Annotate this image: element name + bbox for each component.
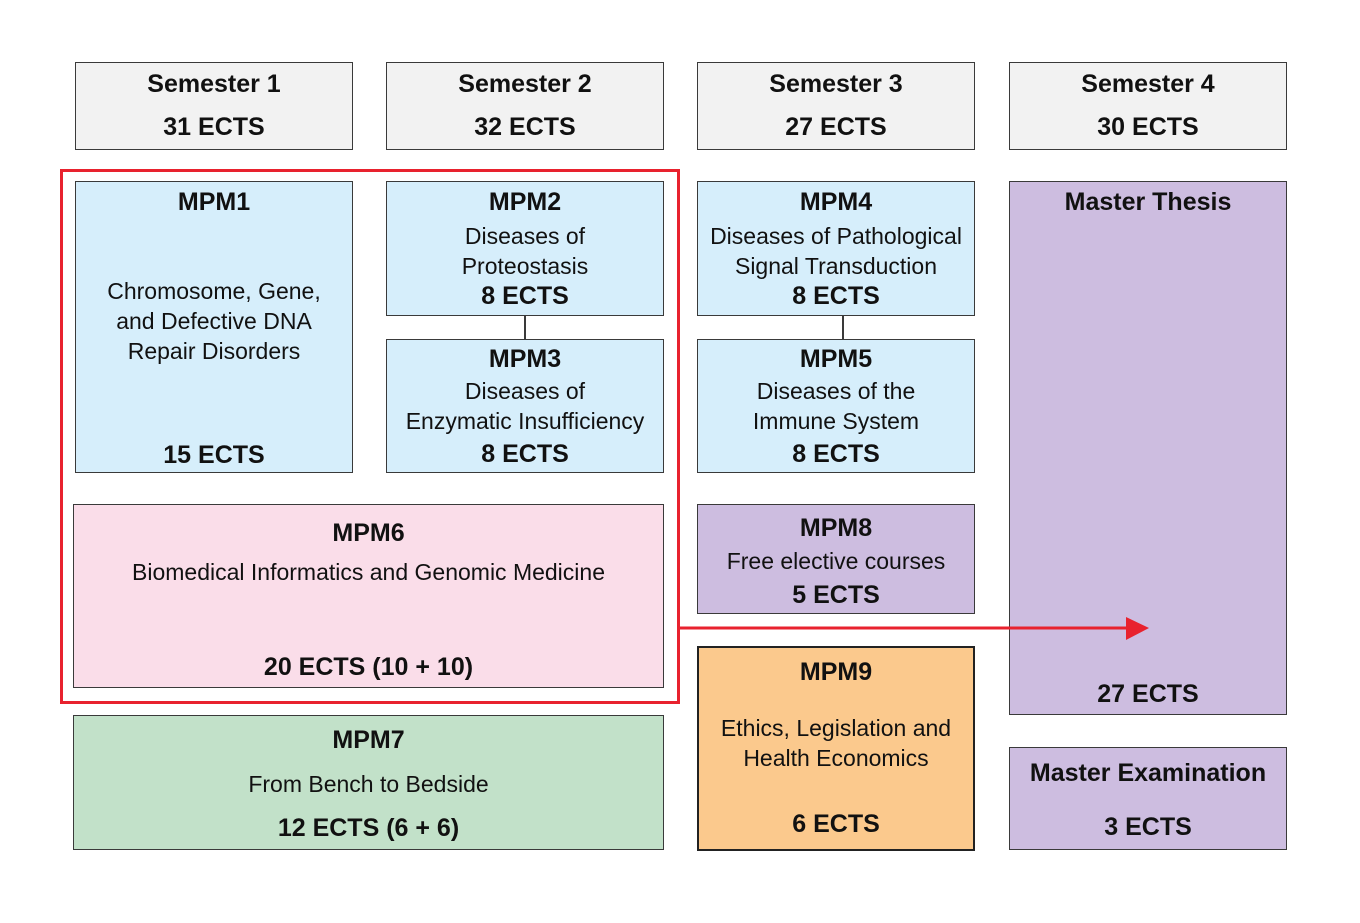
mpm2-desc-line2: Proteostasis xyxy=(461,253,589,279)
mpm8-ects: 5 ECTS xyxy=(792,581,880,609)
mpm7-desc: From Bench to Bedside xyxy=(248,771,489,797)
mpm2-title: MPM2 xyxy=(488,188,562,216)
mpm5-desc-line2: Immune System xyxy=(752,408,920,434)
mpm4-title: MPM4 xyxy=(799,188,873,216)
mpm1-ects: 15 ECTS xyxy=(163,441,265,469)
mpm3-desc-line2: Enzymatic Insufficiency xyxy=(405,408,645,434)
mpm3-desc-line1: Diseases of xyxy=(464,378,586,404)
semester-1-header: Semester 1 31 ECTS xyxy=(75,62,353,150)
mpm7-ects: 12 ECTS (6 + 6) xyxy=(277,814,460,842)
module-mpm1: MPM1 Chromosome, Gene, and Defective DNA… xyxy=(75,181,353,473)
mpm5-desc-line1: Diseases of the xyxy=(756,378,916,404)
mpm5-title: MPM5 xyxy=(799,345,873,373)
module-mpm5: MPM5 Diseases of the Immune System 8 ECT… xyxy=(697,339,975,473)
module-mpm8: MPM8 Free elective courses 5 ECTS xyxy=(697,504,975,614)
mpm4-desc-line2: Signal Transduction xyxy=(734,253,937,279)
mpm9-desc-line2: Health Economics xyxy=(743,745,929,771)
thesis-ects: 27 ECTS xyxy=(1097,680,1199,708)
semester-4-header: Semester 4 30 ECTS xyxy=(1009,62,1287,150)
mpm1-title: MPM1 xyxy=(177,188,251,216)
semester-2-ects: 32 ECTS xyxy=(474,113,576,141)
semester-1-title: Semester 1 xyxy=(147,70,281,98)
mpm6-desc: Biomedical Informatics and Genomic Medic… xyxy=(132,559,605,585)
thesis-title: Master Thesis xyxy=(1064,188,1232,216)
semester-1-ects: 31 ECTS xyxy=(163,113,265,141)
module-mpm7: MPM7 From Bench to Bedside 12 ECTS (6 + … xyxy=(73,715,664,850)
semester-3-title: Semester 3 xyxy=(769,70,903,98)
module-mpm9: MPM9 Ethics, Legislation and Health Econ… xyxy=(697,646,975,851)
mpm3-ects: 8 ECTS xyxy=(481,440,569,468)
mpm6-ects: 20 ECTS (10 + 10) xyxy=(263,653,474,681)
semester-2-header: Semester 2 32 ECTS xyxy=(386,62,664,150)
mpm8-title: MPM8 xyxy=(799,514,873,542)
mpm9-desc-line1: Ethics, Legislation and xyxy=(720,715,952,741)
mpm2-desc-line1: Diseases of xyxy=(464,223,586,249)
mpm2-ects: 8 ECTS xyxy=(481,282,569,310)
semester-4-ects: 30 ECTS xyxy=(1097,113,1199,141)
exam-title: Master Examination xyxy=(1029,759,1267,787)
module-mpm6: MPM6 Biomedical Informatics and Genomic … xyxy=(73,504,664,688)
module-mpm2: MPM2 Diseases of Proteostasis 8 ECTS xyxy=(386,181,664,316)
exam-ects: 3 ECTS xyxy=(1104,813,1192,841)
master-thesis: Master Thesis 27 ECTS xyxy=(1009,181,1287,715)
mpm9-title: MPM9 xyxy=(799,658,873,686)
semester-2-title: Semester 2 xyxy=(458,70,592,98)
mpm8-desc: Free elective courses xyxy=(726,548,946,574)
semester-3-ects: 27 ECTS xyxy=(785,113,887,141)
mpm7-title: MPM7 xyxy=(332,726,405,754)
mpm2-mpm3-connector xyxy=(524,316,526,339)
master-examination: Master Examination 3 ECTS xyxy=(1009,747,1287,850)
mpm6-title: MPM6 xyxy=(332,519,405,547)
module-mpm3: MPM3 Diseases of Enzymatic Insufficiency… xyxy=(386,339,664,473)
mpm1-desc-line1: Chromosome, Gene, xyxy=(107,278,321,304)
mpm4-ects: 8 ECTS xyxy=(792,282,880,310)
semester-4-title: Semester 4 xyxy=(1081,70,1215,98)
highlight-frame xyxy=(60,169,680,704)
mpm4-mpm5-connector xyxy=(842,316,844,339)
mpm1-desc-line2: and Defective DNA xyxy=(116,308,312,334)
semester-3-header: Semester 3 27 ECTS xyxy=(697,62,975,150)
mpm9-ects: 6 ECTS xyxy=(792,810,880,838)
mpm5-ects: 8 ECTS xyxy=(792,440,880,468)
module-mpm4: MPM4 Diseases of Pathological Signal Tra… xyxy=(697,181,975,316)
mpm1-desc-line3: Repair Disorders xyxy=(127,338,301,364)
mpm3-title: MPM3 xyxy=(488,345,562,373)
mpm4-desc-line1: Diseases of Pathological xyxy=(710,223,962,249)
